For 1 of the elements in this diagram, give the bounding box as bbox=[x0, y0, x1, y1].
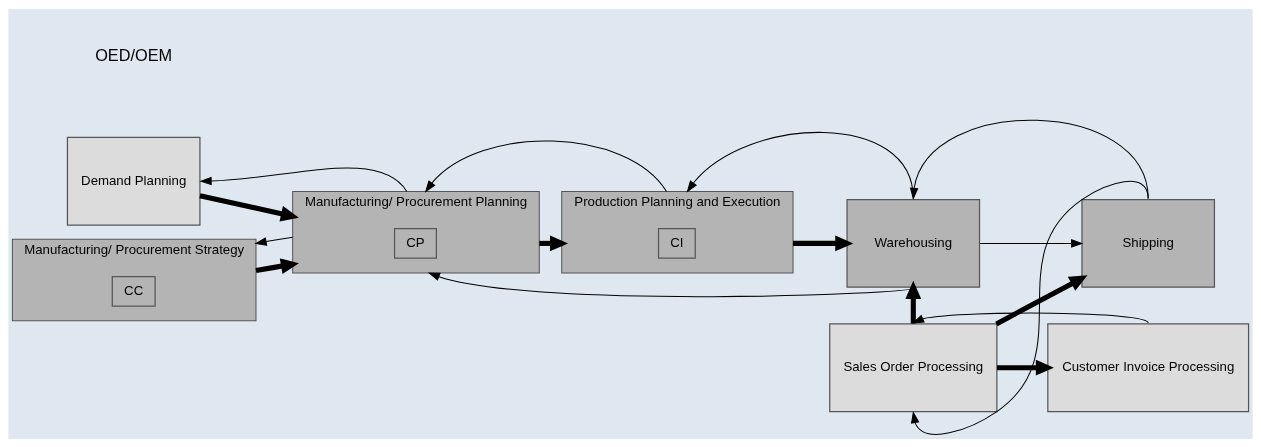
label: OED/OEM bbox=[95, 45, 173, 64]
